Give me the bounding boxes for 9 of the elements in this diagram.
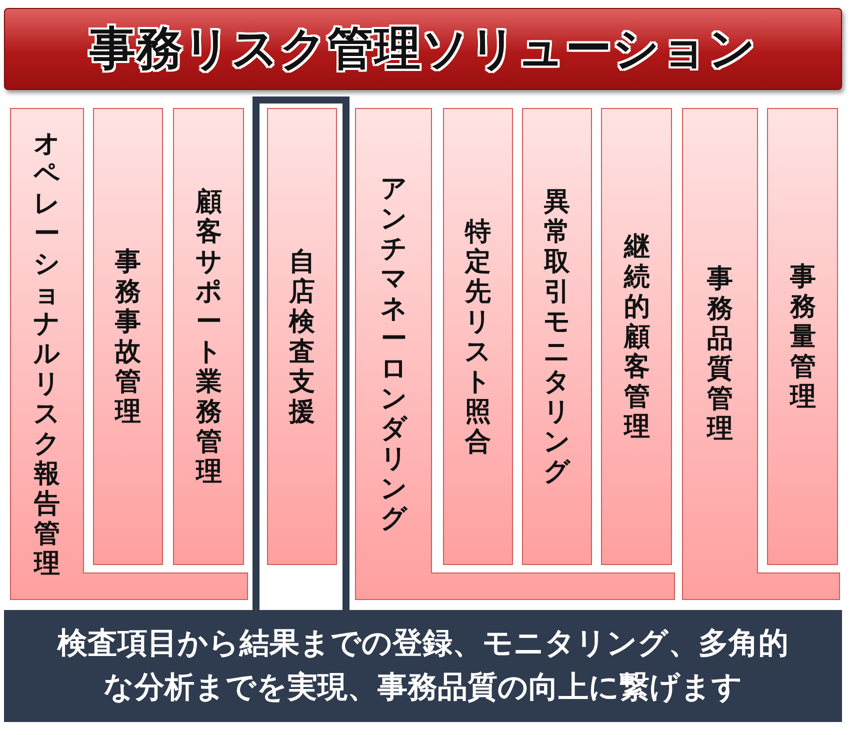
column-box: 継続的顧客管理	[601, 108, 672, 565]
column-box: 事務量管理	[767, 108, 838, 565]
summary-band: 検査項目から結果までの登録、モニタリング、多角的な分析までを実現、事務品質の向上に繋げます	[4, 610, 842, 722]
column-box: 異常取引モニタリング	[522, 108, 592, 565]
column-box: 顧客サポート業務管理	[173, 108, 244, 565]
column-box: 特定先リスト照合	[443, 108, 513, 565]
title-banner: 事務リスク管理ソリューション	[4, 8, 842, 90]
column-box: 事務事故管理	[93, 108, 163, 565]
column-box: 自店検査支援	[267, 108, 337, 565]
